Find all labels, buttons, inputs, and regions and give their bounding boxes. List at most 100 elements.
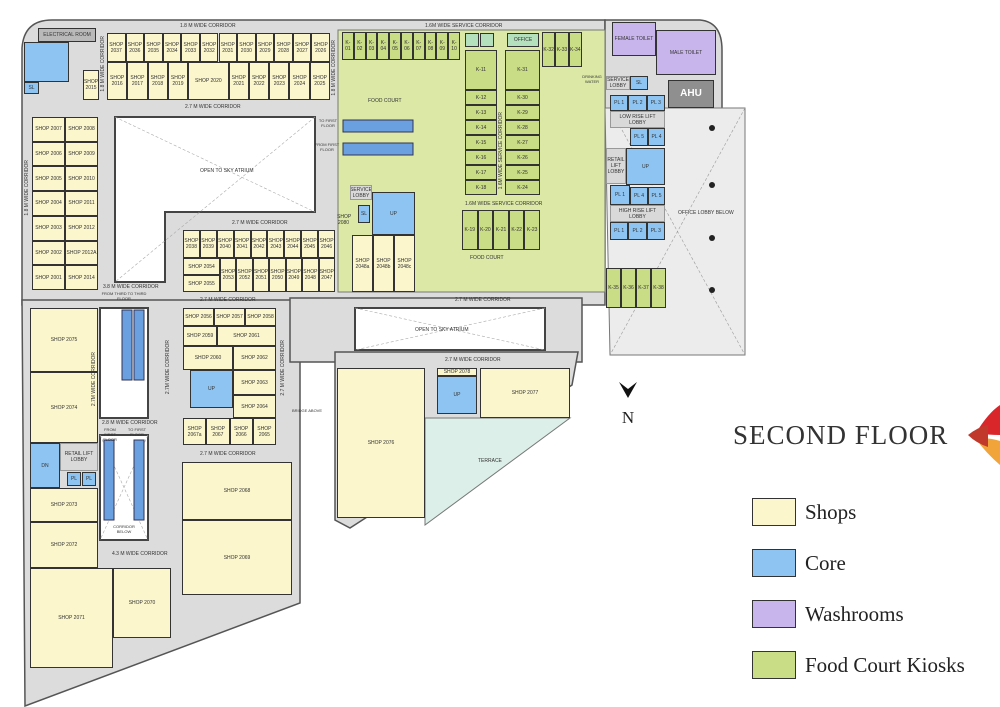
shop-unit[interactable]: SHOP 2048b [373,235,394,292]
shop-unit[interactable]: SHOP 2029 [255,33,275,62]
shop-unit[interactable]: SHOP 2063 [233,370,276,395]
lift[interactable]: PL 4 [648,128,665,146]
shop-unit[interactable]: SHOP 2054 [183,258,220,275]
stair-core[interactable]: UP [626,148,665,185]
shop-unit[interactable]: SHOP 2034 [162,33,182,62]
shop-unit[interactable]: SHOP 2036 [125,33,145,62]
shop-unit[interactable]: SHOP 2003 [32,215,65,241]
kiosk-unit[interactable]: K-30 [505,90,540,105]
shop-unit[interactable]: SHOP 2040 [216,230,234,258]
shop-unit[interactable]: SHOP 2070 [113,568,171,638]
shop-unit[interactable]: SHOP 2016 [107,62,128,100]
core-room[interactable]: PL 1 [610,95,629,111]
stair-core[interactable] [24,42,69,82]
shop-unit[interactable]: SHOP 2031 [218,33,238,62]
service-lobby[interactable]: SERVICE LOBBY [606,76,630,90]
shop-unit[interactable]: SHOP 2071 [30,568,113,668]
kiosk-unit[interactable]: K-04 [377,32,390,60]
shop-unit[interactable]: SHOP 2015 [83,70,99,100]
kiosk-unit[interactable]: K-09 [436,32,449,60]
shop-unit[interactable]: SHOP 2017 [127,62,148,100]
shop-unit[interactable]: SHOP 2009 [65,141,98,167]
kiosk-unit[interactable]: K-35 [606,268,621,308]
kiosk-unit[interactable]: K-24 [505,180,540,195]
kiosk-unit[interactable]: K-01 [342,32,354,60]
kiosk-unit[interactable]: K-32 [542,32,556,67]
kiosk-unit[interactable]: K-05 [389,32,401,60]
shop-unit[interactable]: SHOP 2060 [183,346,233,370]
shop-unit[interactable]: SHOP 2012 [65,215,98,241]
electrical-room[interactable]: ELECTRICAL ROOM [38,28,96,42]
shop-unit[interactable]: SHOP 2039 [199,230,217,258]
kiosk-unit[interactable]: K-19 [462,210,478,250]
shop-unit[interactable]: SHOP 2067 [206,418,230,445]
shop-unit[interactable]: SHOP 2066 [229,418,253,445]
service-lift[interactable]: SL [24,82,39,94]
shop-unit[interactable]: SHOP 2062 [233,346,276,370]
kiosk-unit[interactable]: K-33 [555,32,569,67]
shop-unit[interactable]: SHOP 2008 [65,117,98,142]
shop-unit[interactable]: SHOP 2064 [233,395,276,418]
shop-unit[interactable]: SHOP 2002 [32,240,65,266]
kiosk-unit[interactable]: K-06 [401,32,413,60]
shop-unit[interactable]: SHOP 2024 [289,62,310,100]
lift[interactable]: PL [82,472,96,486]
shop-unit[interactable]: SHOP 2025 [309,62,330,100]
stair-core[interactable]: DN [30,443,60,488]
high-rise-lift-lobby[interactable]: HIGH RISE LIFT LOBBY [610,205,665,222]
shop-unit[interactable]: SHOP 2032 [199,33,219,62]
lift[interactable]: PL 1 [610,185,630,205]
lift[interactable]: PL 4 [630,187,648,205]
shop-unit[interactable]: SHOP 2012A [65,240,98,266]
retail-lift-lobby[interactable]: RETAIL LIFT LOBBY [606,148,626,184]
kiosk-unit[interactable]: K-36 [621,268,636,308]
shop-unit[interactable]: SHOP 2074 [30,372,98,443]
kiosk-unit[interactable]: K-26 [505,150,540,165]
utility-room[interactable] [480,33,494,47]
shop-unit[interactable]: SHOP 2053 [220,258,237,292]
shop-unit[interactable]: SHOP 2068 [182,462,292,520]
shop-unit[interactable]: SHOP 2077 [480,368,570,418]
shop-unit[interactable]: SHOP 2019 [167,62,189,100]
shop-unit[interactable]: SHOP 2067a [183,418,207,445]
shop-unit[interactable]: SHOP 2038 [183,230,200,258]
shop-unit[interactable]: SHOP 2052 [236,258,253,292]
shop-unit[interactable]: SHOP 2048a [352,235,373,292]
stair-core[interactable]: UP [190,370,233,408]
lift[interactable]: PL 5 [630,128,648,146]
shop-unit[interactable]: SHOP 2058 [245,308,276,326]
stair-core[interactable]: UP [372,192,415,235]
kiosk-unit[interactable]: K-27 [505,135,540,150]
shop-unit[interactable]: SHOP 2048 [302,258,319,292]
shop-unit[interactable]: SHOP 2004 [32,191,65,216]
shop-unit[interactable]: SHOP 2078 [437,368,477,376]
shop-unit[interactable]: SHOP 2049 [285,258,303,292]
shop-unit[interactable]: SHOP 2048c [394,235,415,292]
kiosk-unit[interactable]: K-11 [465,50,497,90]
shop-unit[interactable]: SHOP 2055 [183,275,220,292]
shop-unit[interactable]: SHOP 2045 [301,230,319,258]
core-room[interactable]: PL 2 [628,222,647,240]
kiosk-unit[interactable]: K-31 [505,50,540,90]
kiosk-unit[interactable]: K-23 [524,210,540,250]
female-toilet[interactable]: FEMALE TOILET [612,22,656,56]
low-rise-lift-lobby[interactable]: LOW RISE LIFT LOBBY [610,111,665,128]
office-room[interactable]: OFFICE [507,33,539,47]
stair-core[interactable]: UP [437,376,477,414]
shop-unit[interactable]: SHOP 2044 [284,230,302,258]
shop-unit[interactable]: SHOP 2046 [318,230,335,258]
shop-unit[interactable]: SHOP 2006 [32,141,65,167]
shop-unit[interactable]: SHOP 2056 [183,308,214,326]
shop-unit[interactable]: SHOP 2001 [32,265,65,290]
shop-unit[interactable]: SHOP 2061 [217,326,276,346]
shop-unit[interactable]: SHOP 2028 [274,33,293,62]
shop-unit[interactable]: SHOP 2073 [30,488,98,522]
shop-unit[interactable]: SHOP 2041 [233,230,251,258]
kiosk-unit[interactable]: K-22 [508,210,525,250]
shop-unit[interactable]: SHOP 2020 [188,62,229,100]
shop-unit[interactable]: SHOP 2076 [337,368,425,518]
shop-unit[interactable]: SHOP 2072 [30,522,98,568]
shop-unit[interactable]: SHOP 2043 [267,230,285,258]
shop-unit[interactable]: SHOP 2005 [32,166,65,192]
shop-unit[interactable]: SHOP 2026 [311,33,330,62]
